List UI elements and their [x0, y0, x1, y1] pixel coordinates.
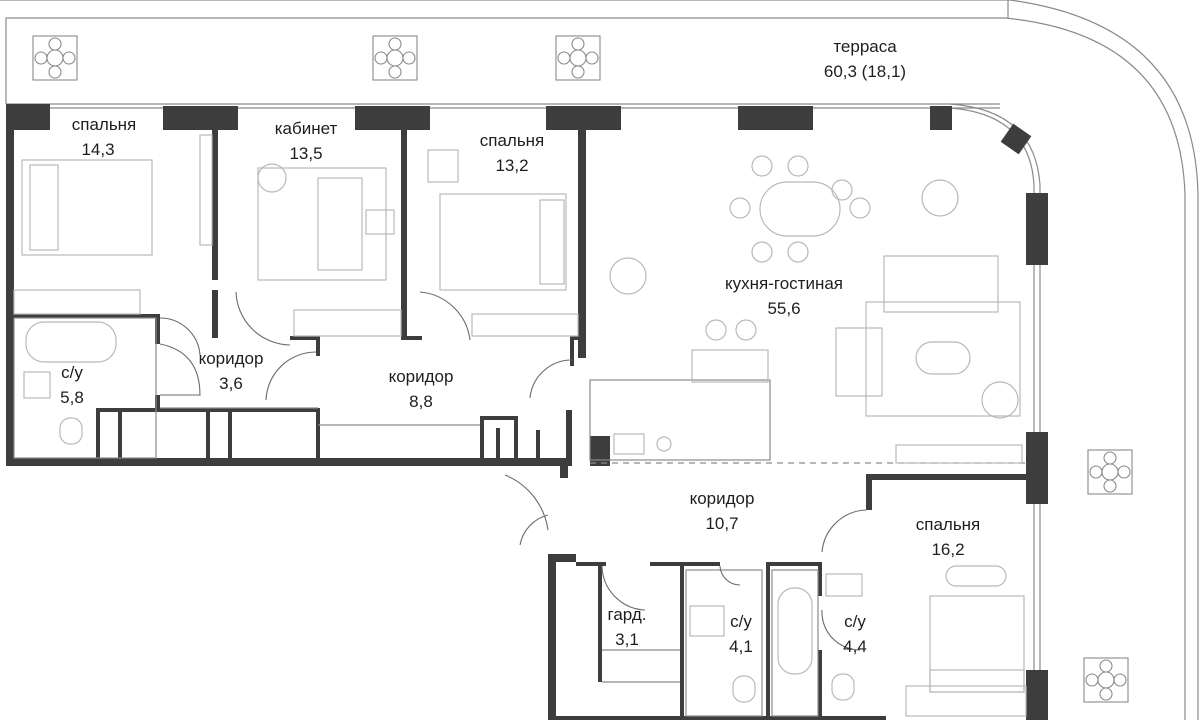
interior-lines: [13, 317, 1026, 717]
room-name: терраса: [833, 37, 897, 56]
room-label-bedroom-3: спальня 16,2: [916, 515, 981, 559]
room-name: спальня: [916, 515, 981, 534]
room-area: 60,3 (18,1): [824, 62, 906, 81]
room-name: с/у: [844, 612, 866, 631]
room-area: 14,3: [81, 140, 114, 159]
plant-icon: [1083, 657, 1129, 703]
room-area: 4,1: [729, 637, 753, 656]
room-area: 3,6: [219, 374, 243, 393]
room-label-terrace: терраса 60,3 (18,1): [824, 37, 906, 81]
room-label-bathroom-1: с/у 5,8: [60, 363, 84, 407]
room-area: 13,5: [289, 144, 322, 163]
room-label-study: кабинет 13,5: [275, 119, 338, 163]
room-label-corridor-3: коридор 10,7: [690, 489, 755, 533]
room-name: коридор: [389, 367, 454, 386]
plant-icon: [32, 35, 78, 81]
room-area: 3,1: [615, 630, 639, 649]
room-name: с/у: [730, 612, 752, 631]
room-area: 5,8: [60, 388, 84, 407]
terrace-plants: [32, 35, 1133, 703]
room-label-bathroom-2: с/у 4,1: [729, 612, 753, 656]
room-label-kitchen-living: кухня-гостиная 55,6: [725, 274, 843, 318]
room-area: 10,7: [705, 514, 738, 533]
room-label-corridor-2: коридор 8,8: [389, 367, 454, 411]
room-label-bathroom-3: с/у 4,4: [843, 612, 867, 656]
room-name: коридор: [690, 489, 755, 508]
room-label-bedroom-1: спальня 14,3: [72, 115, 137, 159]
plant-icon: [1087, 449, 1133, 495]
room-name: кабинет: [275, 119, 338, 138]
room-area: 13,2: [495, 156, 528, 175]
plant-icon: [555, 35, 601, 81]
plant-icon: [372, 35, 418, 81]
room-name: гард.: [608, 605, 647, 624]
room-labels: терраса 60,3 (18,1) спальня 14,3 кабинет…: [60, 37, 980, 656]
furniture: [13, 134, 1027, 717]
room-area: 55,6: [767, 299, 800, 318]
facade-glazing: [6, 103, 1041, 700]
room-label-corridor-1: коридор 3,6: [199, 349, 264, 393]
room-area: 8,8: [409, 392, 433, 411]
room-name: кухня-гостиная: [725, 274, 843, 293]
room-area: 16,2: [931, 540, 964, 559]
room-name: с/у: [61, 363, 83, 382]
room-name: спальня: [72, 115, 137, 134]
room-label-wardrobe: гард. 3,1: [608, 605, 647, 649]
room-area: 4,4: [843, 637, 867, 656]
room-name: коридор: [199, 349, 264, 368]
walls: [6, 104, 1048, 720]
doors: [159, 291, 867, 651]
room-name: спальня: [480, 131, 545, 150]
room-label-bedroom-2: спальня 13,2: [480, 131, 545, 175]
